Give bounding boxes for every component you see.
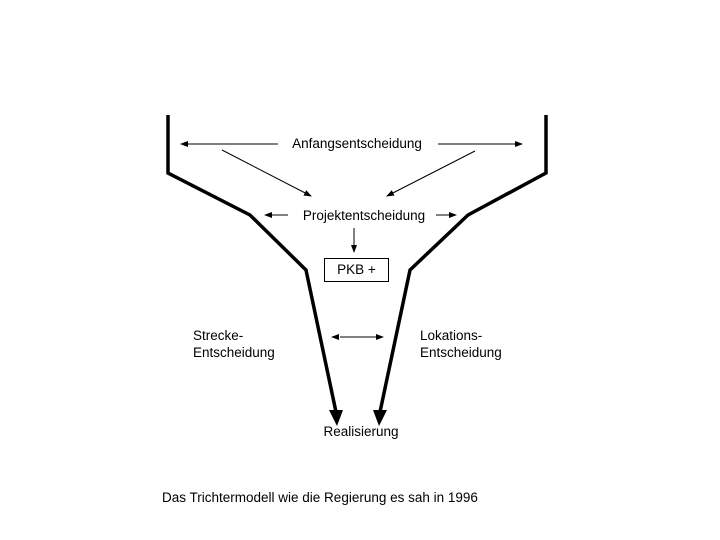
label-lokation-1: Lokations- xyxy=(420,328,483,343)
double-arrow-left-head xyxy=(331,334,339,340)
funnel-right-wall xyxy=(378,115,548,413)
funnel-left-arrowhead xyxy=(329,410,343,426)
label-lokation-2: Entscheidung xyxy=(420,345,502,360)
label-strecke-2: Entscheidung xyxy=(193,345,275,360)
label-realisierung: Realisierung xyxy=(323,424,399,439)
label-anfangsentscheidung: Anfangsentscheidung xyxy=(292,136,422,151)
anfang-diag-left-arrow xyxy=(221,149,312,197)
funnel-right-arrowhead xyxy=(373,410,387,426)
pkb-box: PKB + xyxy=(324,258,389,282)
label-projektentscheidung: Projektentscheidung xyxy=(302,208,426,223)
label-strecke-1: Strecke- xyxy=(193,328,244,343)
caption: Das Trichtermodell wie die Regierung es … xyxy=(162,490,478,505)
anfang-diag-right-arrow xyxy=(386,150,476,197)
funnel-left-wall xyxy=(166,115,338,413)
